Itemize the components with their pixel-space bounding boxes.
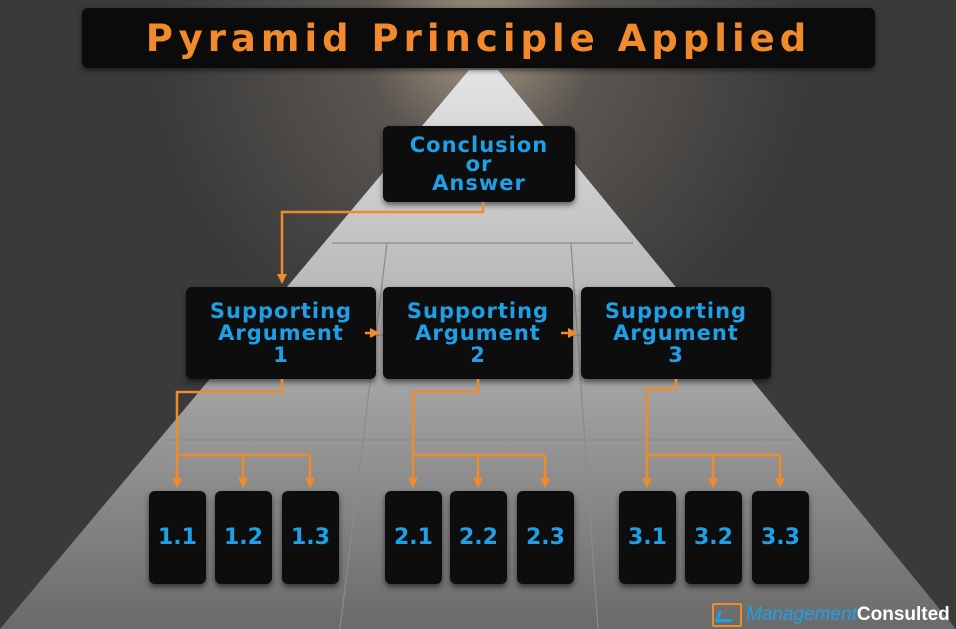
leaf-box-2-1: 2.1 [385, 491, 442, 584]
supporting-argument-2-box: Supporting Argument 2 [383, 287, 573, 379]
argument-2-line-2: Argument [415, 321, 541, 345]
argument-3-line-1: Supporting [604, 299, 748, 323]
brand-logo: Management Consulted [712, 603, 950, 627]
leaf-box-2-3: 2.3 [517, 491, 574, 584]
argument-2-line-3: 2 [470, 343, 486, 367]
argument-1-line-2: Argument [218, 321, 344, 345]
argument-1-line-3: 1 [273, 343, 289, 367]
leaf-box-3-2: 3.2 [685, 491, 742, 584]
leaf-box-1-1: 1.1 [149, 491, 206, 584]
leaf-box-1-2: 1.2 [215, 491, 272, 584]
chart-logo-icon [712, 603, 742, 627]
conclusion-line-3: Answer [432, 170, 526, 195]
supporting-argument-1-box: Supporting Argument 1 [186, 287, 376, 379]
leaf-box-3-3: 3.3 [752, 491, 809, 584]
supporting-argument-3-box: Supporting Argument 3 [581, 287, 771, 379]
page-title: Pyramid Principle Applied [82, 8, 875, 68]
leaf-box-2-2: 2.2 [450, 491, 507, 584]
leaf-box-3-1: 3.1 [619, 491, 676, 584]
leaf-box-1-3: 1.3 [282, 491, 339, 584]
argument-2-line-1: Supporting [406, 299, 550, 323]
conclusion-line-1: Conclusion [409, 132, 549, 157]
argument-3-line-2: Argument [613, 321, 739, 345]
brand-name-part-1: Management [746, 604, 857, 625]
conclusion-line-2: or [465, 151, 493, 176]
brand-name-part-2: Consulted [856, 604, 950, 625]
conclusion-box: Conclusion or Answer [383, 126, 575, 202]
argument-1-line-1: Supporting [209, 299, 353, 323]
argument-3-line-3: 3 [668, 343, 684, 367]
